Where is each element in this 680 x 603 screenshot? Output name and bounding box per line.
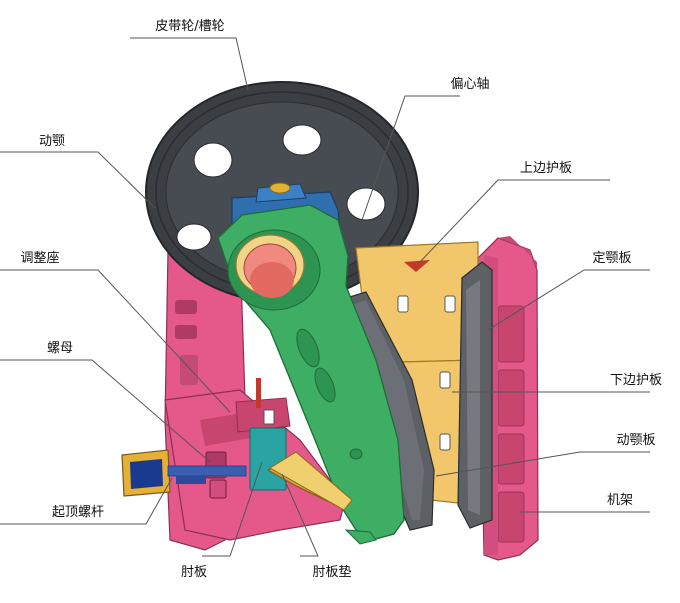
toggle-seat bbox=[269, 451, 353, 511]
eccentric-shaft bbox=[235, 234, 305, 298]
label-lower-guard: 下边护板 bbox=[610, 373, 662, 388]
label-adjust-seat: 调整座 bbox=[20, 251, 59, 266]
label-toggle-seat: 肘板垫 bbox=[312, 564, 351, 580]
label-upper-guard: 上边护板 bbox=[520, 161, 572, 176]
leader-lines bbox=[0, 37, 650, 557]
label-frame: 机架 bbox=[607, 493, 633, 508]
label-pulley: 皮带轮/槽轮 bbox=[155, 19, 224, 34]
label-eccentric-shaft: 偏心轴 bbox=[450, 77, 489, 92]
label-moving-jaw-plate: 动颚板 bbox=[616, 433, 655, 448]
fixed-jaw-plate bbox=[457, 261, 493, 529]
labels: 皮带轮/槽轮 偏心轴 动颚 上边护板 定颚板 调整座 螺母 下边护板 动颚板 机… bbox=[20, 19, 662, 580]
label-fixed-jaw-plate: 定颚板 bbox=[592, 251, 631, 266]
label-moving-jaw: 动颚 bbox=[39, 134, 65, 149]
label-nut: 螺母 bbox=[47, 341, 73, 356]
label-jack-screw: 起顶螺杆 bbox=[52, 505, 104, 520]
label-toggle-plate: 肘板 bbox=[181, 565, 207, 580]
jack-screw bbox=[121, 449, 247, 497]
